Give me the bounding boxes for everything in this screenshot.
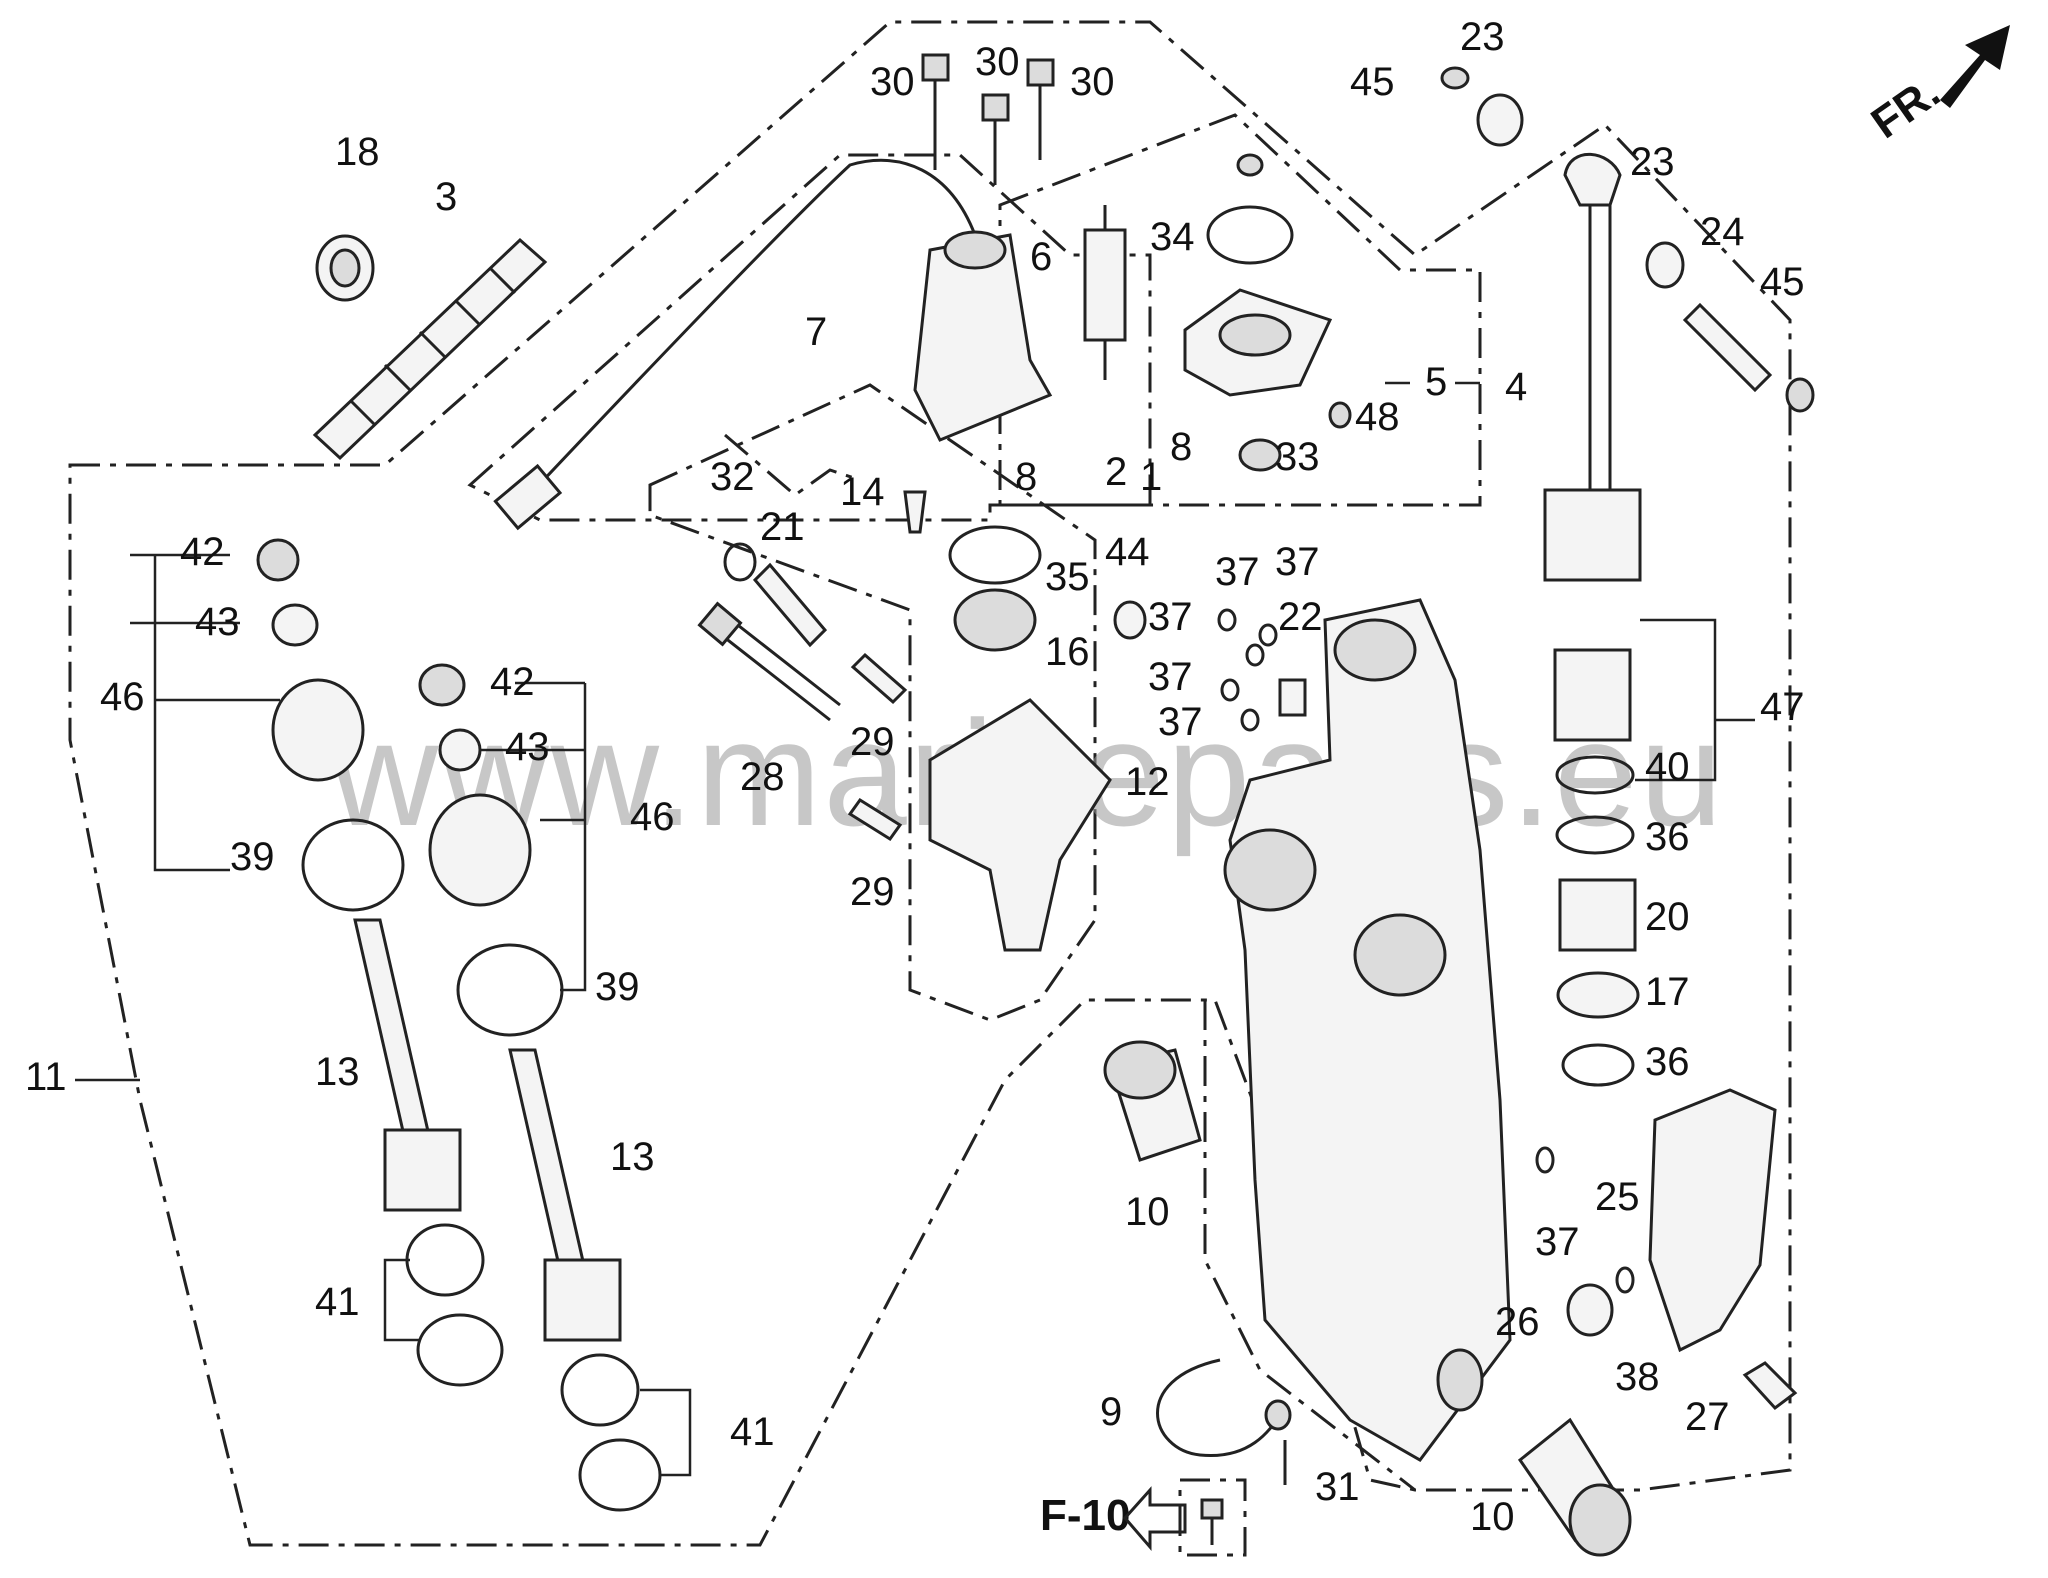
part-label-43: 43 (195, 600, 240, 644)
part-label-37: 37 (1275, 540, 1320, 584)
part-label-11: 11 (25, 1055, 67, 1099)
part-label-13: 13 (315, 1050, 360, 1094)
part-label-8: 8 (1170, 425, 1192, 469)
part-label-22: 22 (1278, 595, 1323, 639)
part-label-37: 37 (1148, 655, 1193, 699)
part-label-4: 4 (1505, 365, 1527, 409)
part-label-6: 6 (1030, 235, 1052, 279)
f10-label: F-10 (1040, 1491, 1130, 1540)
part-label-12: 12 (1125, 760, 1170, 804)
part-label-13: 13 (610, 1135, 655, 1179)
part-label-24: 24 (1700, 210, 1745, 254)
part-label-43: 43 (505, 725, 550, 769)
part-label-21: 21 (760, 505, 805, 549)
part-label-9: 9 (1100, 1390, 1122, 1434)
part-label-10: 10 (1470, 1495, 1515, 1539)
part-label-45: 45 (1350, 60, 1395, 104)
part-label-29: 29 (850, 870, 895, 914)
part-label-33: 33 (1275, 435, 1320, 479)
part-label-25: 25 (1595, 1175, 1640, 1219)
part-label-30: 30 (870, 60, 915, 104)
part-label-35: 35 (1045, 555, 1090, 599)
part-label-42: 42 (490, 660, 535, 704)
part-label-38: 38 (1615, 1355, 1660, 1399)
arrow-left-outline-icon (1123, 1486, 1187, 1552)
part-label-47: 47 (1760, 685, 1805, 729)
part-label-26: 26 (1495, 1300, 1540, 1344)
part-label-39: 39 (230, 835, 275, 879)
front-orientation-marker: FR. (1863, 25, 2010, 148)
part-label-39: 39 (595, 965, 640, 1009)
part-label-23: 23 (1460, 15, 1505, 59)
part-label-2: 2 (1105, 450, 1127, 494)
part-label-37: 37 (1535, 1220, 1580, 1264)
part-drawings (256, 53, 1815, 1557)
part-label-32: 32 (710, 455, 755, 499)
part-label-42: 42 (180, 530, 225, 574)
part-label-45: 45 (1760, 260, 1805, 304)
part-label-20: 20 (1645, 895, 1690, 939)
part-label-1: 1 (1140, 455, 1162, 499)
part-label-23: 23 (1630, 140, 1675, 184)
part-label-16: 16 (1045, 630, 1090, 674)
part-label-40: 40 (1645, 745, 1690, 789)
part-label-18: 18 (335, 130, 380, 174)
part-number-labels: 18 3 30 30 30 45 23 7 6 34 5 4 48 8 8 2 … (25, 15, 1805, 1539)
part-label-48: 48 (1355, 395, 1400, 439)
part-label-36: 36 (1645, 1040, 1690, 1084)
part-label-44: 44 (1105, 530, 1150, 574)
arrow-front-icon (1940, 25, 2010, 108)
part-label-31: 31 (1315, 1465, 1360, 1509)
part-label-41: 41 (730, 1410, 775, 1454)
part-label-27: 27 (1685, 1395, 1730, 1439)
part-label-28: 28 (740, 755, 785, 799)
part-label-10: 10 (1125, 1190, 1170, 1234)
part-label-37: 37 (1215, 550, 1260, 594)
part-label-46: 46 (630, 795, 675, 839)
part-label-37: 37 (1158, 700, 1203, 744)
part-label-7: 7 (805, 310, 827, 354)
part-label-17: 17 (1645, 970, 1690, 1014)
part-label-14: 14 (840, 470, 885, 514)
part-label-34: 34 (1150, 215, 1195, 259)
part-label-37: 37 (1148, 595, 1193, 639)
part-label-30: 30 (1070, 60, 1115, 104)
leader-lines (75, 381, 1755, 1477)
part-label-5: 5 (1425, 360, 1447, 404)
part-label-3: 3 (435, 175, 457, 219)
front-label: FR. (1863, 67, 1949, 148)
assembly-boundaries (68, 20, 1792, 1557)
part-label-36: 36 (1645, 815, 1690, 859)
part-label-8: 8 (1015, 455, 1037, 499)
part-label-46: 46 (100, 675, 145, 719)
part-label-41: 41 (315, 1280, 360, 1324)
part-label-29: 29 (850, 720, 895, 764)
f10-reference: F-10 (1040, 1486, 1187, 1552)
part-label-30: 30 (975, 40, 1020, 84)
